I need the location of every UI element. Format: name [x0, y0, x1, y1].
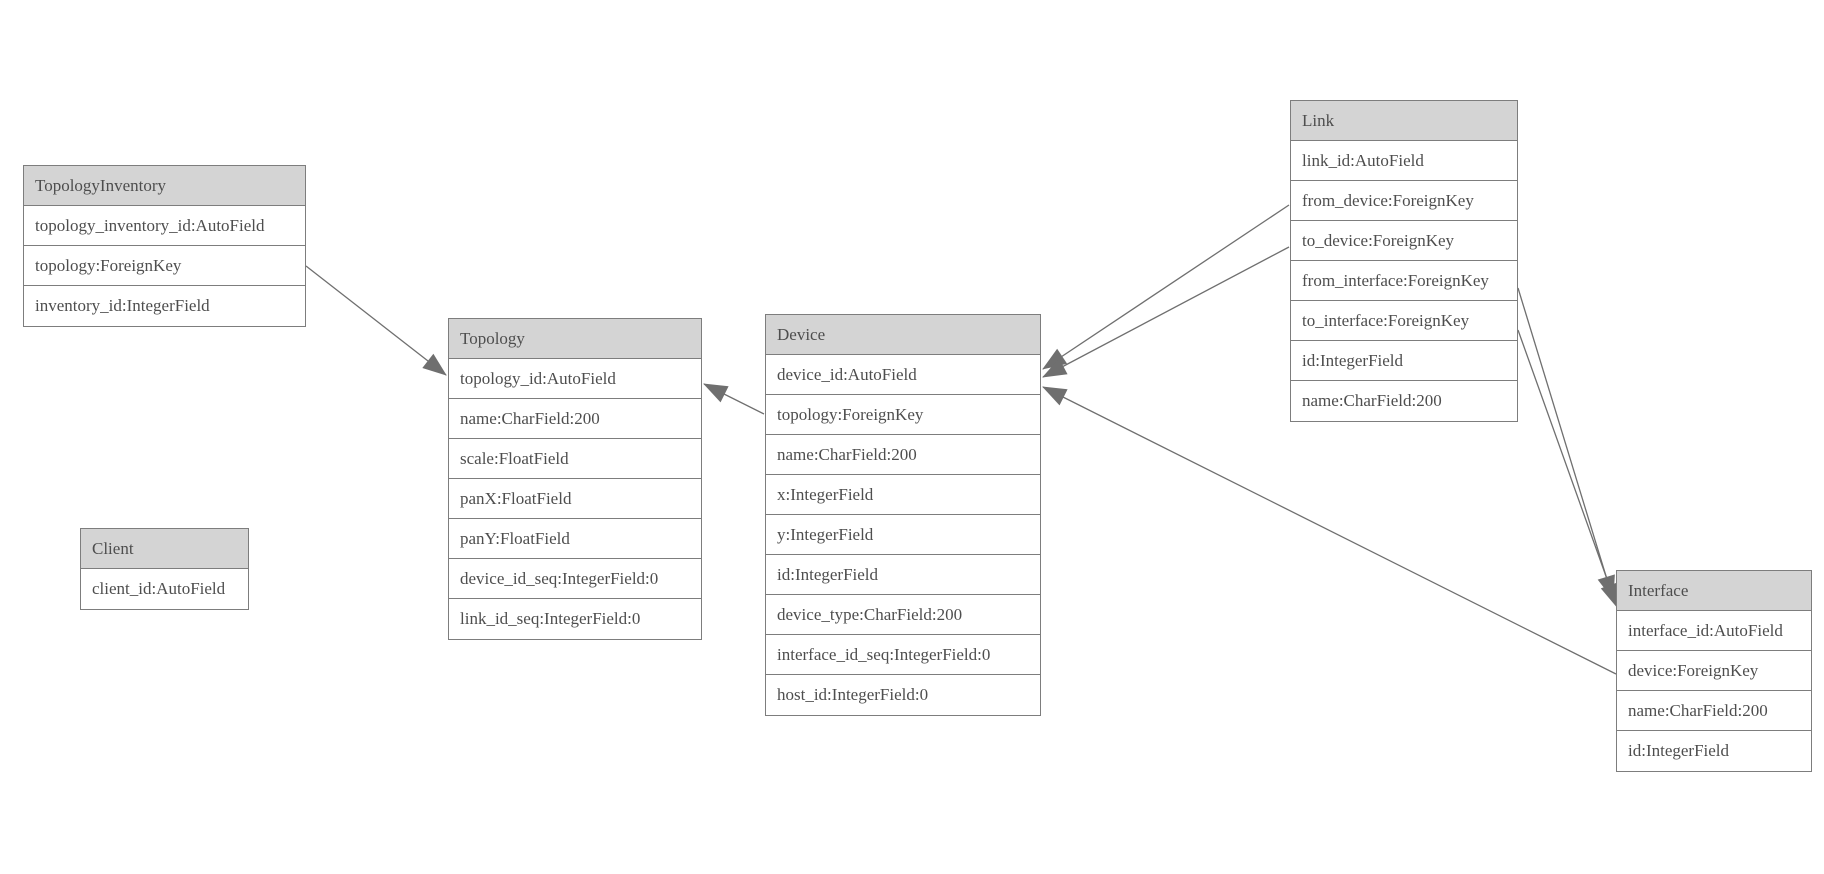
field-device-name: name:CharField:200 — [766, 435, 1040, 475]
field-link-name: name:CharField:200 — [1291, 381, 1517, 421]
edge-device-topology — [703, 383, 765, 415]
entity-topology-title: Topology — [449, 319, 701, 359]
field-inventory-id: inventory_id:IntegerField — [24, 286, 305, 326]
edge-link-frominterface-interface — [1517, 287, 1615, 600]
field-link-to-interface: to_interface:ForeignKey — [1291, 301, 1517, 341]
entity-topology: Topology topology_id:AutoField name:Char… — [448, 318, 702, 640]
edge-link-fromdevice-device — [1042, 204, 1290, 370]
field-interface-device: device:ForeignKey — [1617, 651, 1811, 691]
entity-link-title: Link — [1291, 101, 1517, 141]
field-device-id: device_id:AutoField — [766, 355, 1040, 395]
field-topologyinventory-topology: topology:ForeignKey — [24, 246, 305, 286]
field-device-id-integer: id:IntegerField — [766, 555, 1040, 595]
field-topology-scale: scale:FloatField — [449, 439, 701, 479]
field-link-from-interface: from_interface:ForeignKey — [1291, 261, 1517, 301]
entity-client: Client client_id:AutoField — [80, 528, 249, 610]
entity-device: Device device_id:AutoField topology:Fore… — [765, 314, 1041, 716]
field-device-interface-id-seq: interface_id_seq:IntegerField:0 — [766, 635, 1040, 675]
edge-link-tointerface-interface — [1517, 329, 1618, 608]
edge-topologyinventory-topology — [305, 265, 447, 376]
field-topology-panx: panX:FloatField — [449, 479, 701, 519]
field-link-from-device: from_device:ForeignKey — [1291, 181, 1517, 221]
field-topology-pany: panY:FloatField — [449, 519, 701, 559]
field-interface-name: name:CharField:200 — [1617, 691, 1811, 731]
field-device-type: device_type:CharField:200 — [766, 595, 1040, 635]
field-topology-id: topology_id:AutoField — [449, 359, 701, 399]
field-topology-device-id-seq: device_id_seq:IntegerField:0 — [449, 559, 701, 599]
field-interface-id: interface_id:AutoField — [1617, 611, 1811, 651]
entity-client-title: Client — [81, 529, 248, 569]
entity-topologyinventory-title: TopologyInventory — [24, 166, 305, 206]
field-topology-inventory-id: topology_inventory_id:AutoField — [24, 206, 305, 246]
field-device-topology: topology:ForeignKey — [766, 395, 1040, 435]
field-topology-name: name:CharField:200 — [449, 399, 701, 439]
field-link-to-device: to_device:ForeignKey — [1291, 221, 1517, 261]
field-device-y: y:IntegerField — [766, 515, 1040, 555]
field-device-host-id: host_id:IntegerField:0 — [766, 675, 1040, 715]
field-device-x: x:IntegerField — [766, 475, 1040, 515]
entity-topologyinventory: TopologyInventory topology_inventory_id:… — [23, 165, 306, 327]
edge-interface-device — [1042, 386, 1617, 675]
field-interface-id-integer: id:IntegerField — [1617, 731, 1811, 771]
entity-interface: Interface interface_id:AutoField device:… — [1616, 570, 1812, 772]
field-client-id: client_id:AutoField — [81, 569, 248, 609]
entity-device-title: Device — [766, 315, 1040, 355]
entity-interface-title: Interface — [1617, 571, 1811, 611]
entity-link: Link link_id:AutoField from_device:Forei… — [1290, 100, 1518, 422]
field-topology-link-id-seq: link_id_seq:IntegerField:0 — [449, 599, 701, 639]
edge-link-todevice-device — [1042, 246, 1290, 378]
field-link-id: link_id:AutoField — [1291, 141, 1517, 181]
field-link-id-integer: id:IntegerField — [1291, 341, 1517, 381]
